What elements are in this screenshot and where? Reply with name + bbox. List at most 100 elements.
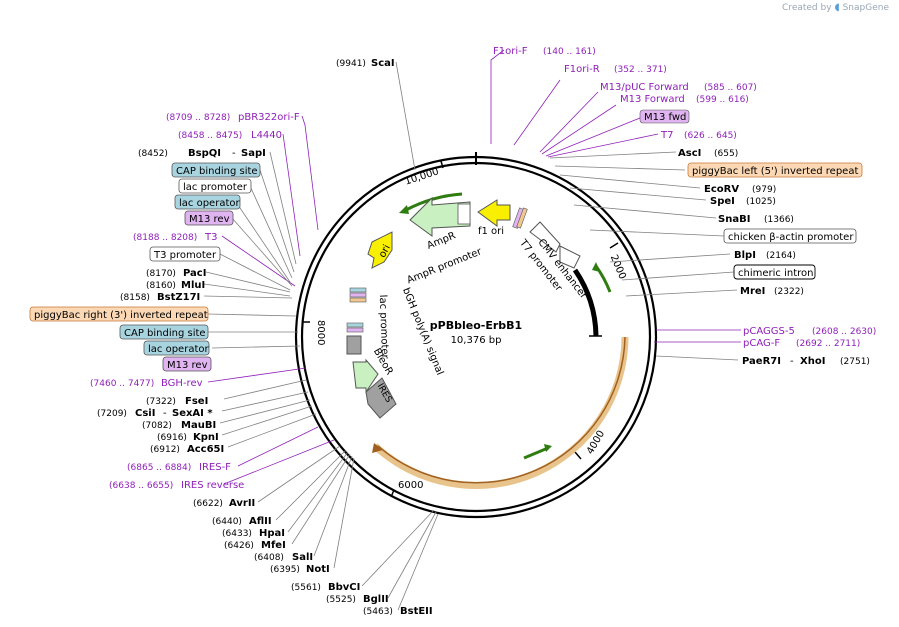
label-snabi[interactable]: SnaBI: [718, 214, 750, 225]
label-ecorv-pos: (979): [752, 185, 776, 195]
label-f1ori-f-range: (140 .. 161): [543, 47, 596, 57]
label-m13-fwd[interactable]: M13 fwd: [644, 112, 686, 123]
label-acc65i[interactable]: Acc65I: [187, 444, 224, 455]
dash-sep: -: [163, 408, 167, 419]
label-sapi[interactable]: SapI: [241, 148, 266, 159]
label-sali-pos: (6408): [254, 553, 284, 563]
label-lac-operator-1[interactable]: lac operator: [179, 198, 240, 209]
label-t7[interactable]: T7: [660, 130, 673, 141]
bgh-polya-box: [346, 335, 362, 355]
label-l4440[interactable]: L4440: [251, 130, 282, 141]
label-paer7i[interactable]: PaeR7I: [742, 356, 781, 367]
tick-6000: [390, 489, 395, 498]
label-t3[interactable]: T3: [204, 232, 217, 243]
f1-ori-label: f1 ori: [478, 226, 504, 237]
plasmid-length: 10,376 bp: [451, 335, 502, 346]
ires-box: [365, 377, 397, 419]
label-bstz17i[interactable]: BstZ17I: [157, 292, 200, 303]
label-kpni[interactable]: KpnI: [193, 432, 219, 443]
label-mrei[interactable]: MreI: [740, 286, 765, 297]
m13-fwd-box: [639, 109, 690, 124]
label-hpai-pos: (6433): [222, 529, 252, 539]
label-chimeric-intron[interactable]: chimeric intron: [738, 268, 813, 279]
label-mfei[interactable]: MfeI: [261, 540, 286, 551]
label-aflii[interactable]: AflII: [249, 516, 272, 527]
label-blpi[interactable]: BlpI: [734, 250, 756, 261]
label-mlui[interactable]: MluI: [181, 280, 205, 291]
label-pcag-f[interactable]: pCAG-F: [743, 338, 780, 349]
label-f1ori-r[interactable]: F1ori-R: [564, 64, 600, 75]
label-pcaggs-5[interactable]: pCAGGS-5: [743, 326, 795, 337]
label-mrei-pos: (2322): [774, 287, 804, 297]
label-f1ori-f[interactable]: F1ori-F: [493, 46, 528, 57]
label-piggybac-right[interactable]: piggyBac right (3') inverted repeat: [34, 310, 208, 321]
chimeric-intron-segment: [572, 268, 599, 337]
ampr-promoter-label: AmpR promoter: [406, 246, 485, 286]
label-noti[interactable]: NotI: [306, 564, 330, 575]
label-cap-binding-2[interactable]: CAP binding site: [124, 328, 206, 339]
m13-rev-box-1: [184, 210, 234, 226]
label-ires-f-range: (6865 .. 6884): [127, 463, 191, 473]
label-m13-forward[interactable]: M13 Forward: [620, 94, 685, 105]
label-sexai[interactable]: SexAI *: [172, 408, 213, 419]
label-xhoi[interactable]: XhoI: [800, 356, 825, 367]
snapgene-logo-icon: ◖: [834, 2, 840, 13]
label-m13-forward-range: (599 .. 616): [696, 95, 749, 105]
label-hpai[interactable]: HpaI: [259, 528, 285, 539]
t3-promoter-box: [149, 246, 221, 262]
tick-4000: [574, 451, 582, 460]
label-fsei[interactable]: FseI: [185, 396, 208, 407]
cap-binding-box-2: [119, 324, 209, 340]
label-ires-f[interactable]: IRES-F: [199, 462, 231, 473]
label-snabi-pos: (1366): [764, 215, 794, 225]
label-ecorv[interactable]: EcoRV: [704, 184, 739, 195]
left-primer-leaders: [207, 115, 335, 485]
green-arrow-right-head: [592, 262, 600, 272]
label-aflii-pos: (6440): [212, 517, 242, 527]
label-pbr322ori-f[interactable]: pBR322ori-F: [238, 112, 300, 123]
tick-10000: [440, 160, 444, 169]
label-ires-reverse[interactable]: IRES reverse: [181, 480, 244, 491]
label-piggybac-left[interactable]: piggyBac left (5') inverted repeat: [692, 166, 858, 177]
label-m13-puc-forward[interactable]: M13/pUC Forward: [600, 82, 689, 93]
label-sali[interactable]: SalI: [292, 552, 313, 563]
label-bglii[interactable]: BglII: [363, 594, 389, 605]
piggybac-left-feature: [516, 207, 528, 229]
chicken-actin-box: [723, 228, 857, 244]
label-m13-rev-1[interactable]: M13 rev: [189, 214, 230, 225]
right-enzyme-leaders: [549, 151, 739, 361]
label-m13-rev-2[interactable]: M13 rev: [167, 360, 208, 371]
label-ascI-pos: (655): [714, 149, 738, 159]
cmv-enhancer-arrow: [529, 221, 561, 253]
label-paci[interactable]: PacI: [183, 268, 206, 279]
label-spei-pos: (1025): [746, 197, 776, 207]
label-scai-pos: (9941): [336, 59, 366, 69]
label-ires-reverse-range: (6638 .. 6655): [109, 481, 173, 491]
ampr-promoter-box: [457, 203, 471, 225]
label-bbvci[interactable]: BbvCI: [328, 582, 360, 593]
f1-ori-arrow: [477, 199, 511, 227]
plasmid-name: pPBbleo-ErbB1: [430, 319, 522, 332]
label-t3-promoter[interactable]: T3 promoter: [153, 250, 217, 261]
label-cap-binding-1[interactable]: CAP binding site: [176, 166, 258, 177]
label-bstz17i-pos: (8158): [120, 293, 150, 303]
label-csii[interactable]: CsiI: [135, 408, 155, 419]
label-bspqi[interactable]: BspQI: [188, 148, 221, 159]
m13-rev-box-2: [162, 356, 212, 372]
label-spei[interactable]: SpeI: [710, 196, 735, 207]
label-pcaggs-5-range: (2608 .. 2630): [812, 327, 876, 337]
label-maubi-pos: (7082): [142, 421, 172, 431]
m13-rev-feature-1: [349, 292, 367, 298]
label-chicken-actin[interactable]: chicken β-actin promoter: [728, 232, 854, 243]
cap-binding-feature-2: [346, 322, 364, 328]
label-ascI[interactable]: AscI: [678, 148, 701, 159]
label-lac-operator-2[interactable]: lac operator: [148, 344, 209, 355]
label-bgh-rev[interactable]: BGH-rev: [161, 378, 203, 389]
label-avrii[interactable]: AvrII: [229, 498, 255, 509]
label-scai[interactable]: ScaI: [371, 58, 395, 69]
label-maubi[interactable]: MauBI: [181, 420, 216, 431]
label-bsteii[interactable]: BstEII: [400, 606, 433, 617]
label-lac-promoter[interactable]: lac promoter: [183, 182, 248, 193]
brand-prefix: Created by: [782, 3, 832, 13]
chicken-actin-promoter-arrow: [559, 245, 581, 269]
